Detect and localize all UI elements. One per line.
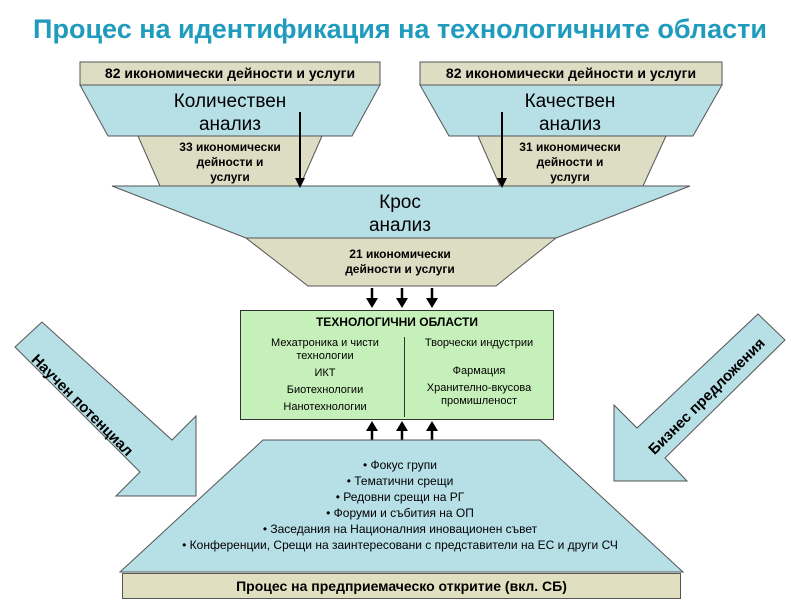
tech-area-item: ИКТ bbox=[314, 367, 336, 379]
page-title: Процес на идентификация на технологичнит… bbox=[33, 14, 767, 44]
right-result-label: 31 икономически дейности и услуги bbox=[519, 140, 621, 184]
cross-result-label: 21 икономически дейности и услуги bbox=[345, 247, 455, 276]
left-side-arrow bbox=[14, 321, 197, 497]
tech-areas-left-list: Мехатроника и чисти технологии ИКТ Биоте… bbox=[251, 337, 399, 418]
activity-item: • Фокус групи bbox=[362, 458, 438, 472]
activities-list: • Фокус групи • Тематични срещи • Редовн… bbox=[130, 457, 670, 553]
right-side-arrow bbox=[613, 313, 786, 482]
tech-areas-title: ТЕХНОЛОГИЧНИ ОБЛАСТИ bbox=[315, 315, 479, 329]
tech-area-item: Нанотехнологии bbox=[283, 401, 367, 413]
entrepreneurial-discovery-bar: Процес на предприемаческо откритие (вкл.… bbox=[122, 573, 681, 599]
tech-areas-divider bbox=[404, 337, 405, 417]
activity-item: • Форуми и събития на ОП bbox=[326, 506, 474, 520]
right-header-box bbox=[419, 61, 723, 86]
down-arrows-upper bbox=[295, 112, 507, 188]
left-result-label: 33 икономически дейности и услуги bbox=[179, 140, 281, 184]
activities-trapezoid bbox=[118, 439, 685, 573]
activity-item: • Тематични срещи bbox=[346, 474, 454, 488]
right-header-label: 82 икономически дейности и услуги bbox=[445, 65, 697, 81]
left-analysis-label: Количествен анализ bbox=[173, 91, 287, 135]
tech-area-item: Фармация bbox=[452, 365, 506, 377]
tech-area-item: Хранително-вкусова промишленост bbox=[426, 382, 532, 407]
down-arrows-to-tech bbox=[366, 288, 438, 308]
cross-analysis-label: Крос анализ bbox=[368, 192, 432, 236]
tech-area-item: Биотехнологии bbox=[286, 384, 364, 396]
cross-funnel-bottom bbox=[244, 237, 558, 287]
up-arrows-to-tech bbox=[366, 421, 438, 440]
activity-item: • Конференции, Срещи на заинтересовани с… bbox=[182, 538, 618, 552]
activity-item: • Редовни срещи на РГ bbox=[335, 490, 465, 504]
left-header-label: 82 икономически дейности и услуги bbox=[104, 65, 356, 81]
right-analysis-label: Качествен анализ bbox=[524, 91, 616, 135]
left-header-box bbox=[79, 61, 381, 86]
tech-areas-box: ТЕХНОЛОГИЧНИ ОБЛАСТИ Мехатроника и чисти… bbox=[240, 310, 554, 420]
tech-area-item: Творчески индустрии bbox=[424, 337, 534, 349]
activity-item: • Заседания на Националния иновационен с… bbox=[262, 522, 538, 536]
tech-area-item: Мехатроника и чисти технологии bbox=[271, 337, 379, 362]
tech-areas-right-list: Творчески индустрии Фармация Хранително-… bbox=[409, 337, 549, 412]
